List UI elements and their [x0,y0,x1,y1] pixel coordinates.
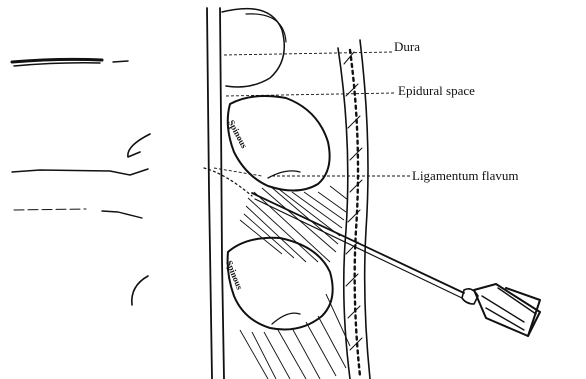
label-dura: Dura [394,39,420,54]
needle-hub [474,284,540,336]
lower-vertebra-label: Spinous [224,259,245,292]
dura-membrane [207,8,224,379]
label-ligamentum-flavum: Ligamentum flavum [412,168,519,183]
ligamentum-flavum [240,186,348,262]
label-epidural-space: Epidural space [398,83,475,98]
epidural-needle [252,193,540,336]
margin-marks [12,59,150,305]
lower-soft-tissue [240,294,350,379]
epidural-catheter [204,168,252,196]
